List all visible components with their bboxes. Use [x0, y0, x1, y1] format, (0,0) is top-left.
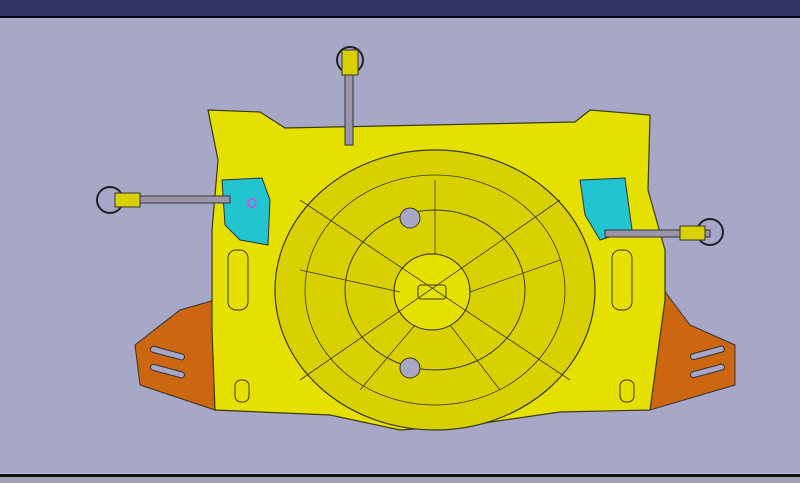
left-fixture[interactable]	[96, 186, 231, 214]
pink-marker	[247, 198, 257, 208]
hub-slot	[417, 284, 447, 300]
wheel-well-inner	[304, 174, 566, 406]
spare-hole-bottom	[399, 357, 421, 379]
panel-slots	[227, 249, 635, 403]
wheel-spokes	[299, 180, 571, 391]
left-clamp[interactable]	[221, 177, 271, 246]
right-fixture[interactable]	[604, 218, 724, 246]
flange-slots	[149, 345, 725, 379]
spare-hole-top	[399, 207, 421, 229]
window-title-bar	[0, 0, 800, 18]
top-fixture[interactable]	[336, 46, 364, 146]
wheel-hub	[393, 253, 471, 331]
viewport-bottom-border	[0, 473, 800, 477]
